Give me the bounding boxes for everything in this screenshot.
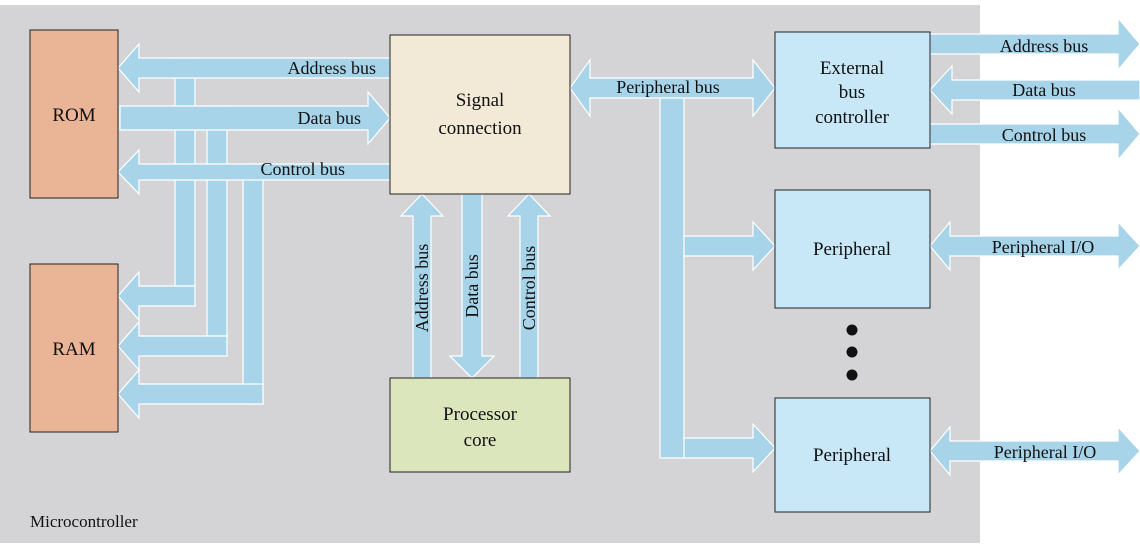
peripheral-bus-label: Peripheral bus — [616, 77, 719, 97]
ram-label: RAM — [52, 339, 95, 360]
external-bus-controller-label-line3: controller — [815, 107, 890, 128]
external-bus-controller-block — [774, 31, 931, 149]
peripheral-2-block — [774, 397, 931, 513]
peripheral-1-block — [774, 189, 931, 309]
control-trunk — [242, 163, 264, 405]
left-data-bus-label: Data bus — [298, 108, 361, 128]
external-address-bus-label: Address bus — [1000, 36, 1089, 56]
processor-core-label-line2: core — [464, 430, 497, 451]
peripheral-io-2-label: Peripheral I/O — [994, 442, 1096, 462]
ram-block — [29, 263, 119, 433]
rom-label: ROM — [52, 105, 95, 126]
signal-connection-label-line1: Signal — [456, 90, 505, 111]
peripheral-bus-to-peripheral-1-arrow — [683, 220, 776, 272]
external-bus-controller-label-line2: bus — [839, 82, 865, 103]
peripheral-2-label: Peripheral — [813, 445, 891, 466]
bus-layer — [117, 16, 1140, 477]
data-bus-to-signal-arrow — [119, 90, 391, 146]
external-data-bus-arrow — [929, 64, 1140, 116]
core-address-bus-arrow — [399, 193, 445, 379]
peripheral-bus-trunk — [659, 97, 685, 459]
peripheral-io-1-arrow — [929, 220, 1140, 272]
core-data-bus-label: Data bus — [462, 254, 482, 317]
peripheral-bus-to-peripheral-2-arrow — [683, 422, 776, 474]
data-trunk — [206, 105, 228, 337]
external-control-bus-arrow — [929, 106, 1140, 162]
microcontroller-label: Microcontroller — [30, 512, 138, 531]
external-bus-controller-label-line1: External — [820, 58, 884, 79]
ellipsis-dot — [846, 324, 858, 336]
peripheral-bus-arrow — [569, 58, 776, 118]
processor-core-block — [389, 377, 571, 473]
data-bus-to-ram-arrow — [117, 320, 228, 372]
left-address-bus-label: Address bus — [288, 58, 377, 78]
core-control-bus-arrow — [506, 193, 552, 379]
address-bus-to-ram-arrow — [117, 270, 196, 322]
ellipsis-dot — [846, 346, 858, 358]
peripheral-io-2-arrow — [929, 425, 1140, 477]
ellipsis-dot — [846, 369, 858, 381]
peripheral-1-label: Peripheral — [813, 239, 891, 260]
core-address-bus-label: Address bus — [412, 244, 432, 333]
processor-core-label-line1: Processor — [443, 404, 518, 425]
signal-connection-label-line2: connection — [438, 118, 522, 139]
external-address-bus-arrow — [929, 16, 1140, 72]
rom-block — [29, 29, 119, 199]
peripheral-io-1-label: Peripheral I/O — [992, 237, 1094, 257]
control-bus-to-rom-arrow — [117, 148, 391, 196]
control-bus-to-ram-arrow — [117, 368, 264, 420]
core-data-bus-arrow — [448, 193, 496, 379]
left-control-bus-label: Control bus — [260, 159, 345, 179]
external-control-bus-label: Control bus — [1002, 125, 1087, 145]
signal-connection-block — [389, 34, 571, 195]
address-bus-to-rom-arrow — [117, 42, 391, 94]
core-control-bus-label: Control bus — [519, 246, 539, 331]
peripheral-ellipsis — [846, 324, 858, 381]
external-data-bus-label: Data bus — [1012, 80, 1075, 100]
